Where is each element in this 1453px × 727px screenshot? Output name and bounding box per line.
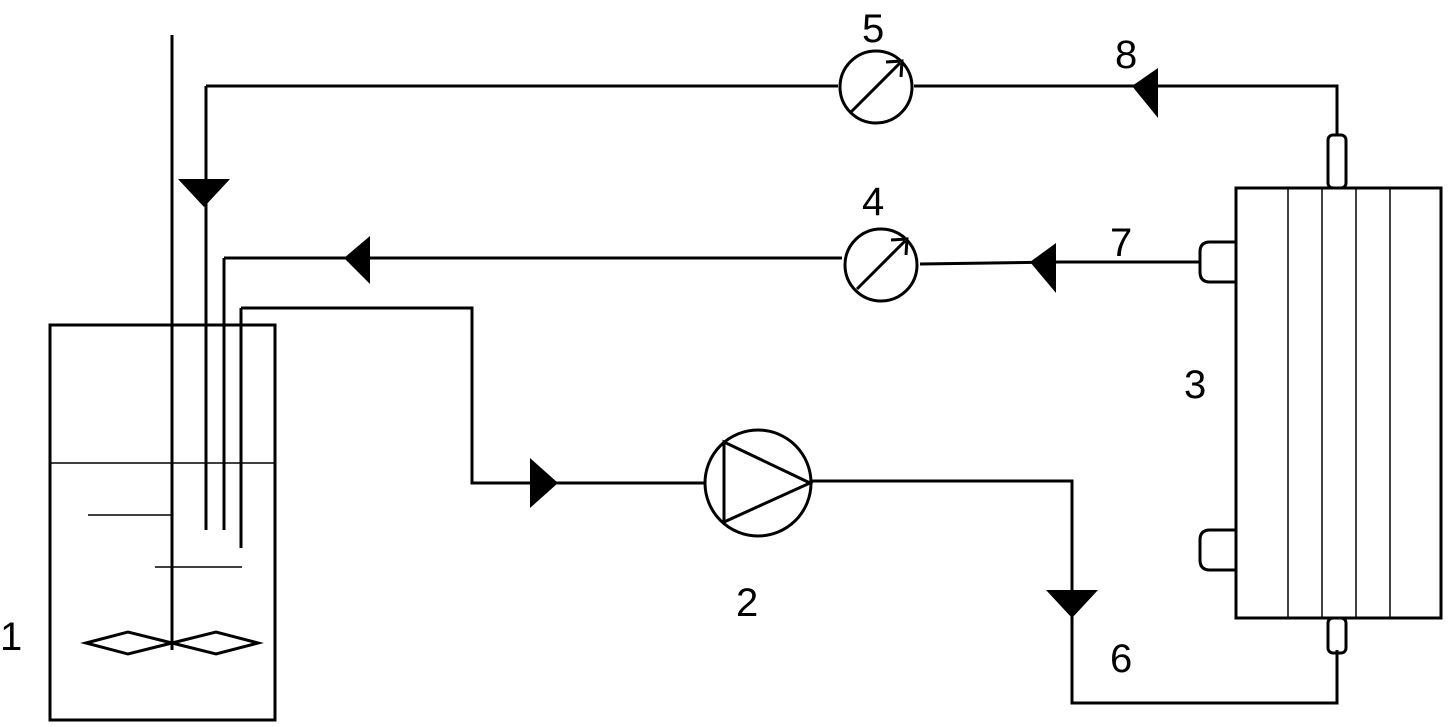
arrow-right-icon bbox=[530, 458, 558, 508]
label-gauge-retentate: 5 bbox=[862, 7, 884, 51]
feed-inlet-nozzle bbox=[1326, 616, 1348, 655]
label-line-permeate: 7 bbox=[1110, 221, 1132, 265]
label-membrane-module: 3 bbox=[1184, 363, 1206, 407]
arrow-down-icon bbox=[1046, 590, 1098, 618]
label-pump: 2 bbox=[736, 581, 758, 625]
pressure-gauge-retentate bbox=[838, 49, 914, 125]
suction-line bbox=[241, 306, 705, 508]
impeller-left-blade bbox=[80, 630, 173, 656]
feed-line bbox=[811, 479, 1339, 705]
feed-tank bbox=[48, 35, 277, 722]
label-line-retentate: 8 bbox=[1115, 33, 1137, 77]
permeate-port-upper bbox=[1198, 240, 1236, 284]
label-gauge-permeate: 4 bbox=[862, 180, 884, 224]
permeate-port-lower bbox=[1198, 528, 1236, 572]
arrow-left-icon bbox=[1132, 68, 1158, 118]
retentate-outlet-nozzle bbox=[1326, 133, 1348, 190]
label-line-feed: 6 bbox=[1110, 637, 1132, 681]
label-tank: 1 bbox=[0, 615, 22, 659]
pump bbox=[703, 428, 814, 538]
impeller-right-blade bbox=[171, 630, 264, 656]
pressure-gauge-permeate bbox=[843, 227, 919, 303]
permeate-line bbox=[224, 236, 1200, 293]
arrow-left-icon bbox=[1030, 243, 1056, 293]
arrow-down-icon bbox=[178, 179, 230, 207]
retentate-line bbox=[178, 68, 1339, 207]
arrow-left-icon bbox=[344, 236, 370, 284]
membrane-module bbox=[1198, 133, 1443, 655]
